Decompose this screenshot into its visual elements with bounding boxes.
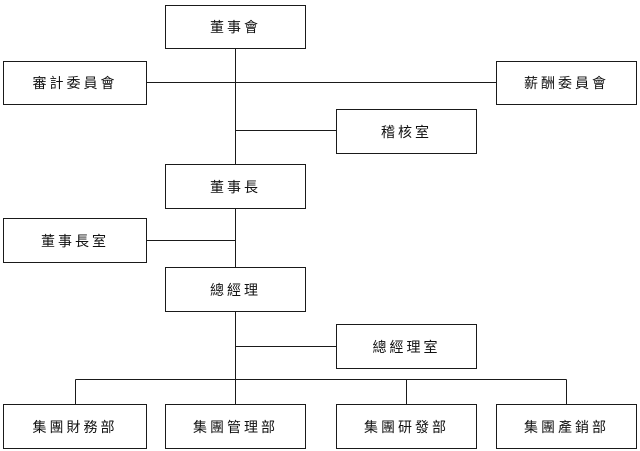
production-sales-department-label: 集團產銷部 <box>524 419 609 436</box>
management-department-label: 集團管理部 <box>193 419 278 436</box>
chairman-box: 董事長 <box>165 164 306 209</box>
compensation-committee-box: 薪酬委員會 <box>496 61 637 105</box>
finance-department-box: 集團財務部 <box>3 404 147 449</box>
production-sales-department-box: 集團產銷部 <box>496 404 637 449</box>
board-label: 董事會 <box>210 20 261 36</box>
gm-office-label: 總經理室 <box>372 339 441 356</box>
audit-committee-label: 審計委員會 <box>32 76 118 92</box>
general-manager-box: 總經理 <box>165 267 306 312</box>
rd-department-label: 集團研發部 <box>364 419 449 436</box>
management-department-box: 集團管理部 <box>165 404 306 449</box>
compensation-committee-label: 薪酬委員會 <box>524 76 609 92</box>
audit-committee-box: 審計委員會 <box>3 61 147 105</box>
chairman-office-label: 董事長室 <box>41 233 109 250</box>
chairman-office-box: 董事長室 <box>3 218 147 263</box>
finance-department-label: 集團財務部 <box>32 419 118 436</box>
rd-department-box: 集團研發部 <box>336 404 477 449</box>
internal-audit-box: 稽核室 <box>336 109 477 154</box>
board-of-directors-box: 董事會 <box>165 5 306 49</box>
gm-office-box: 總經理室 <box>336 324 477 369</box>
chairman-label: 董事長 <box>210 179 261 196</box>
general-manager-label: 總經理 <box>210 282 261 299</box>
internal-audit-label: 稽核室 <box>381 124 432 141</box>
